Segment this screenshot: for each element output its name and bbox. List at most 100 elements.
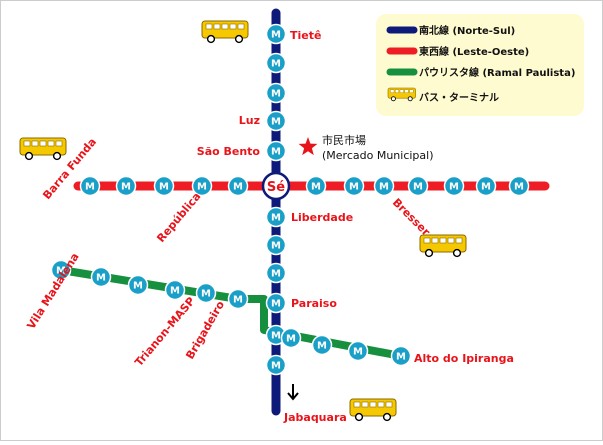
label-vila-madalena: Vila Madalena xyxy=(25,251,82,332)
arrow-down-icon xyxy=(287,384,299,401)
station-pl-3[interactable]: M xyxy=(127,274,149,296)
station-letter: M xyxy=(353,347,363,358)
station-marker xyxy=(153,175,175,197)
station-paraiso[interactable]: M xyxy=(265,292,287,314)
market-label-pt: (Mercado Municipal) xyxy=(322,149,434,162)
station-letter: M xyxy=(271,331,281,342)
label-alto-do-ipiranga: Alto do Ipiranga xyxy=(414,352,514,365)
station-marker xyxy=(191,175,213,197)
station-marker xyxy=(305,175,327,197)
station-republica[interactable]: M xyxy=(227,175,249,197)
station-luz[interactable]: M xyxy=(265,110,287,132)
star-icon xyxy=(298,137,318,156)
station-marker xyxy=(115,175,137,197)
station-pl-9[interactable]: M xyxy=(347,340,369,362)
station-vila-madalena[interactable]: M xyxy=(50,259,72,281)
station-marker xyxy=(265,140,287,162)
station-letter: M xyxy=(317,341,327,352)
market-label-jp: 市民市場 xyxy=(322,133,366,147)
station-liberdade[interactable]: M xyxy=(265,206,287,228)
station-letter: M xyxy=(271,117,281,128)
station-marker xyxy=(280,327,302,349)
station-letter: M xyxy=(170,286,180,297)
station-ew-11[interactable]: M xyxy=(475,175,497,197)
station-marker xyxy=(390,345,412,367)
station-marker xyxy=(227,288,249,310)
station-marker xyxy=(265,354,287,376)
legend-north-south: 南北線 (Norte-Sul) xyxy=(419,24,515,37)
station-marker xyxy=(227,175,249,197)
station-marker xyxy=(508,175,530,197)
label-sao-bento: São Bento xyxy=(197,145,261,158)
station-ew-9[interactable]: M xyxy=(407,175,429,197)
station-barra-funda[interactable]: M xyxy=(79,175,101,197)
station-brigadeiro[interactable]: M xyxy=(227,288,249,310)
station-sao-bento[interactable]: M xyxy=(265,140,287,162)
station-marker xyxy=(443,175,465,197)
station-marker xyxy=(90,266,112,288)
label-luz: Luz xyxy=(239,114,260,127)
station-letter: M xyxy=(271,241,281,252)
station-ns-7[interactable]: M xyxy=(265,234,287,256)
station-bresser[interactable]: M xyxy=(373,175,395,197)
station-letter: M xyxy=(271,361,281,372)
station-marker xyxy=(343,175,365,197)
station-marker xyxy=(79,175,101,197)
station-ew-10[interactable]: M xyxy=(443,175,465,197)
station-marker xyxy=(373,175,395,197)
station-ew-12[interactable]: M xyxy=(508,175,530,197)
station-ew-3[interactable]: M xyxy=(153,175,175,197)
station-letter: M xyxy=(396,352,406,363)
station-letter: M xyxy=(271,147,281,158)
station-ew-2[interactable]: M xyxy=(115,175,137,197)
station-letter: M xyxy=(121,182,131,193)
station-pl-7[interactable]: M xyxy=(280,327,302,349)
station-trianon-masp[interactable]: M xyxy=(195,282,217,304)
station-pl-4[interactable]: M xyxy=(164,279,186,301)
station-letter: M xyxy=(201,289,211,300)
station-marker xyxy=(265,52,287,74)
legend-paulista: パウリスタ線 (Ramal Paulista) xyxy=(419,66,575,79)
station-letter: M xyxy=(56,266,66,277)
bus-terminal-barra-funda xyxy=(19,137,67,161)
station-pl-2[interactable]: M xyxy=(90,266,112,288)
station-ns-8[interactable]: M xyxy=(265,262,287,284)
station-marker xyxy=(195,282,217,304)
station-marker xyxy=(265,23,287,45)
station-letter: M xyxy=(197,182,207,193)
station-marker xyxy=(50,259,72,281)
station-ns-3[interactable]: M xyxy=(265,82,287,104)
station-ns-2[interactable]: M xyxy=(265,52,287,74)
station-se[interactable]: Sé xyxy=(261,171,291,201)
legend-east-west: 東西線 (Leste-Oeste) xyxy=(419,45,529,58)
station-letter: M xyxy=(271,59,281,70)
station-ew-6[interactable]: M xyxy=(305,175,327,197)
label-bresser: Bresser xyxy=(390,196,433,239)
station-letter: M xyxy=(271,299,281,310)
label-liberdade: Liberdade xyxy=(291,211,353,224)
station-letter: M xyxy=(96,273,106,284)
label-paraiso: Paraiso xyxy=(291,297,337,310)
station-tiete[interactable]: M xyxy=(265,23,287,45)
legend: 南北線 (Norte-Sul) 東西線 (Leste-Oeste) パウリスタ線… xyxy=(376,14,584,116)
station-letter: M xyxy=(133,281,143,292)
station-letter: M xyxy=(271,269,281,280)
station-letter: M xyxy=(311,182,321,193)
station-pl-8[interactable]: M xyxy=(311,334,333,356)
station-letter: M xyxy=(514,182,524,193)
station-marker xyxy=(475,175,497,197)
station-ns-11[interactable]: M xyxy=(265,354,287,376)
paulista-line xyxy=(57,266,405,360)
station-letter: M xyxy=(271,213,281,224)
legend-box xyxy=(376,14,584,116)
station-alto-do-ipiranga[interactable]: M xyxy=(390,345,412,367)
station-ew-4[interactable]: M xyxy=(191,175,213,197)
station-marker xyxy=(347,340,369,362)
label-republica: República xyxy=(154,190,203,245)
station-marker xyxy=(127,274,149,296)
station-letter: M xyxy=(271,30,281,41)
station-ew-7[interactable]: M xyxy=(343,175,365,197)
